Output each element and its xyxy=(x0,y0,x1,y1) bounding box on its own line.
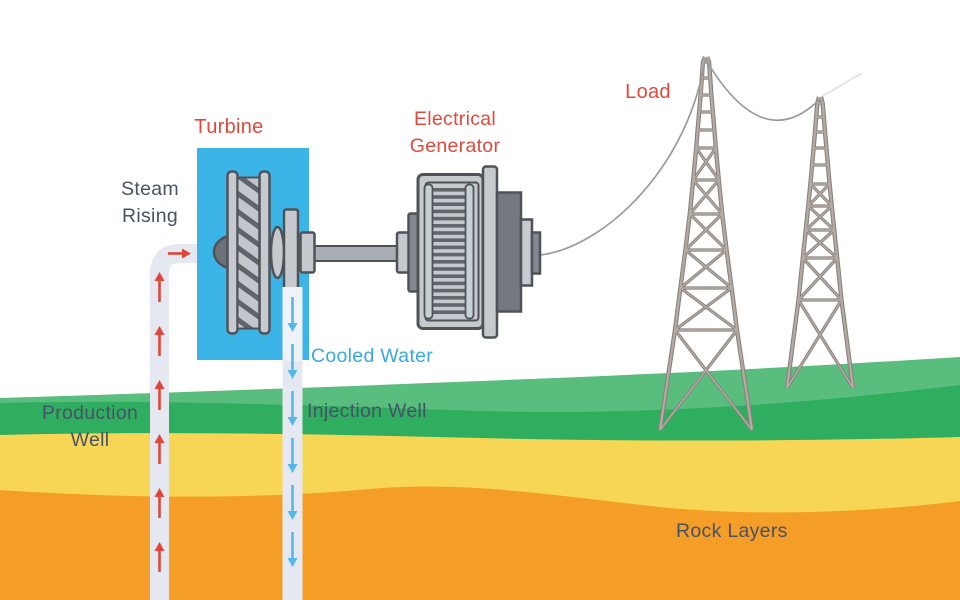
turbine-right-plate xyxy=(258,170,271,335)
label-cooled-water: Cooled Water xyxy=(311,345,434,367)
water-flow-arrows xyxy=(287,297,298,567)
label-load: Load xyxy=(625,81,671,103)
label-steam-rising: Steam Rising xyxy=(121,176,179,230)
label-steam-rising-line2: Rising xyxy=(121,205,178,227)
shaft-coupling-left xyxy=(299,231,316,274)
turbine-disc xyxy=(269,225,286,280)
generator-step-1 xyxy=(495,191,523,313)
power-line-generator-to-tower xyxy=(539,59,706,256)
turbine-left-plate xyxy=(226,170,239,335)
turbine-outlet-column xyxy=(282,208,300,290)
label-injection-well: Injection Well xyxy=(307,400,427,422)
ground-layers xyxy=(0,357,960,600)
label-production-well: Production Well xyxy=(42,400,138,454)
label-rock-layers: Rock Layers xyxy=(676,520,788,542)
generator-rail-left xyxy=(423,183,434,320)
electrical-generator xyxy=(416,165,542,339)
shaft-rod xyxy=(313,245,399,262)
label-electrical-generator: Electrical Generator xyxy=(410,106,501,160)
transmission-tower-right xyxy=(784,96,856,389)
label-steam-rising-line1: Steam xyxy=(121,178,179,200)
generator-step-3 xyxy=(530,231,542,275)
label-production-well-line1: Production xyxy=(41,402,139,424)
power-line-fading xyxy=(820,72,863,98)
label-turbine: Turbine xyxy=(194,116,264,138)
generator-flange xyxy=(481,165,499,339)
generator-cooling-fins xyxy=(430,188,470,314)
power-line-between-towers xyxy=(705,59,821,122)
generator-step-2 xyxy=(519,218,534,287)
power-lines xyxy=(539,59,863,256)
label-electrical-generator-line2: Generator xyxy=(409,135,501,157)
orange-rock-layer xyxy=(0,486,960,600)
turbine-assembly xyxy=(212,170,300,335)
label-production-well-line2: Well xyxy=(70,429,110,451)
drive-shaft xyxy=(299,212,420,293)
steam-flow-arrows xyxy=(154,248,191,572)
shaft-coupling-right xyxy=(395,231,411,274)
generator-rail-right xyxy=(464,183,475,320)
label-electrical-generator-line1: Electrical xyxy=(413,108,497,130)
